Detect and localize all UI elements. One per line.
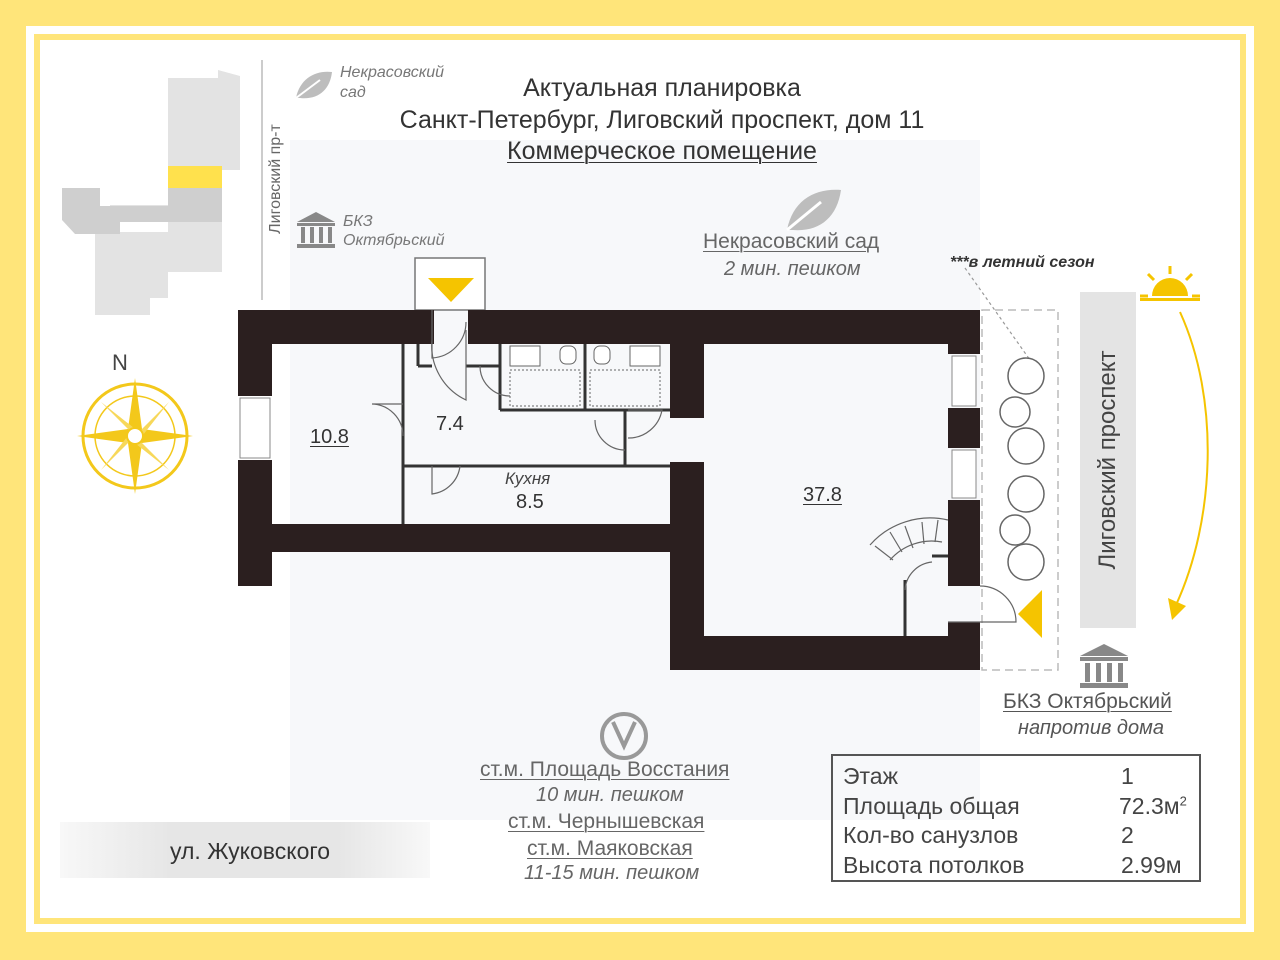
bkz-note: напротив дома [1018,717,1164,739]
museum-icon [1080,644,1128,688]
metro-station-2: ст.м. Чернышевская [508,810,705,833]
windows [239,355,977,499]
info-area-sup: 2 [1179,793,1187,809]
minimap [62,60,263,315]
minimap-highlight [168,166,222,188]
door-swings [371,310,1017,623]
yellow-frame [34,34,1246,924]
title-type-text: Коммерческое помещение [507,137,817,165]
room-area-4: 37.8 [803,484,842,506]
seasonal-note: ***в летний сезон [950,254,1095,271]
bathroom-fixtures [509,345,661,407]
entrance-box [414,257,486,311]
metro-station-3: ст.м. Маяковская [527,837,693,860]
minimap-garden-label-2: сад [340,84,366,101]
room-area-2: 7.4 [436,413,464,435]
museum-icon [297,212,335,248]
info-area-value-wrap: 72.3м2 [1119,793,1187,820]
title-address: Санкт-Петербург, Лиговский проспект, дом… [399,106,925,134]
entrance-arrow-icon [428,278,474,302]
minimap-bkz-label-1: БКЗ [343,213,373,230]
minimap-street-label: Лиговский пр-т [267,124,284,234]
info-area-label: Площадь общая [843,793,1020,819]
compass-icon [77,378,193,494]
terrace-chairs [999,357,1045,581]
compass-north-label: N [112,350,128,375]
street-right-label: Лиговский проспект [1094,350,1121,570]
info-floor-value: 1 [1121,763,1134,789]
plan-backdrop [290,140,980,820]
leaf-icon [786,189,841,232]
info-wc-label: Кол-во санузлов [843,822,1019,848]
entrance-arrow-icon [1018,590,1042,638]
metro-icon [600,712,648,760]
garden-walk: 2 мин. пешком [724,258,861,280]
metro-walk-2: 11-15 мин. пешком [524,862,700,884]
bkz-name: БКЗ Октябрьский [1003,690,1172,713]
title-type: Коммерческое помещение [312,137,1012,166]
metro-walk-1: 10 мин. пешком [536,784,684,806]
minimap-bkz-label-2: Октябрьский [343,232,445,249]
title-line-1: Актуальная планировка [523,74,801,102]
info-floor-label: Этаж [843,763,898,789]
terrace-outline [981,309,1059,671]
walls [238,310,980,670]
info-height-value: 2.99м [1121,852,1182,878]
metro-station-1: ст.м. Площадь Восстания [480,758,730,781]
info-wc-value: 2 [1121,822,1134,848]
room-area-3: 8.5 [516,491,544,513]
sun-arc-arrow [1168,598,1186,620]
info-area-value: 72.3м [1119,793,1180,819]
room-area-1: 10.8 [310,426,349,448]
minimap-garden-label-1: Некрасовский [340,64,445,81]
info-height-label: Высота потолков [843,852,1025,878]
sun-icon [1140,266,1200,301]
spiral-stair [869,517,949,561]
street-strip-right [1080,292,1136,628]
street-bottom-label: ул. Жуковского [170,838,331,864]
street-bottom-box [60,822,430,878]
garden-name: Некрасовский сад [703,230,880,253]
leaf-icon [295,71,332,99]
kitchen-label: Кухня [505,469,551,488]
info-table: Этаж 1 Площадь общая 72.3м2 Кол-во сануз… [831,754,1201,882]
